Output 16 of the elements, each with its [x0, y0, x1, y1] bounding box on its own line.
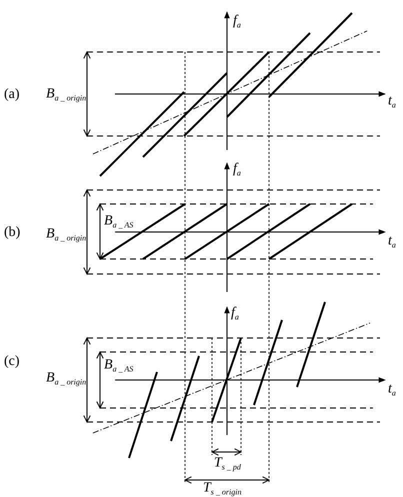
math-label: T$_{s _ pd}$: [214, 456, 241, 472]
panel-label: (c): [4, 355, 20, 369]
panel-label: (b): [4, 226, 20, 240]
math-label: t$_{a}$: [388, 234, 396, 250]
math-label: t$_{a}$: [388, 382, 396, 398]
math-label: T$_{s _ origin}$: [203, 482, 242, 496]
panel-label: (a): [4, 88, 20, 102]
math-label: f$_{a}$: [233, 162, 241, 178]
math-label: t$_{a}$: [388, 94, 396, 110]
math-label: B$_{a _ origin}$: [46, 88, 86, 102]
math-label: B$_{a _ AS}$: [104, 214, 134, 230]
math-label: B$_{a _ AS}$: [104, 358, 134, 374]
math-label: B$_{a _ origin}$: [46, 372, 86, 386]
math-label: f$_{a}$: [231, 306, 239, 322]
math-label: B$_{a _ origin}$: [46, 228, 86, 242]
math-label: f$_{a}$: [233, 14, 241, 30]
